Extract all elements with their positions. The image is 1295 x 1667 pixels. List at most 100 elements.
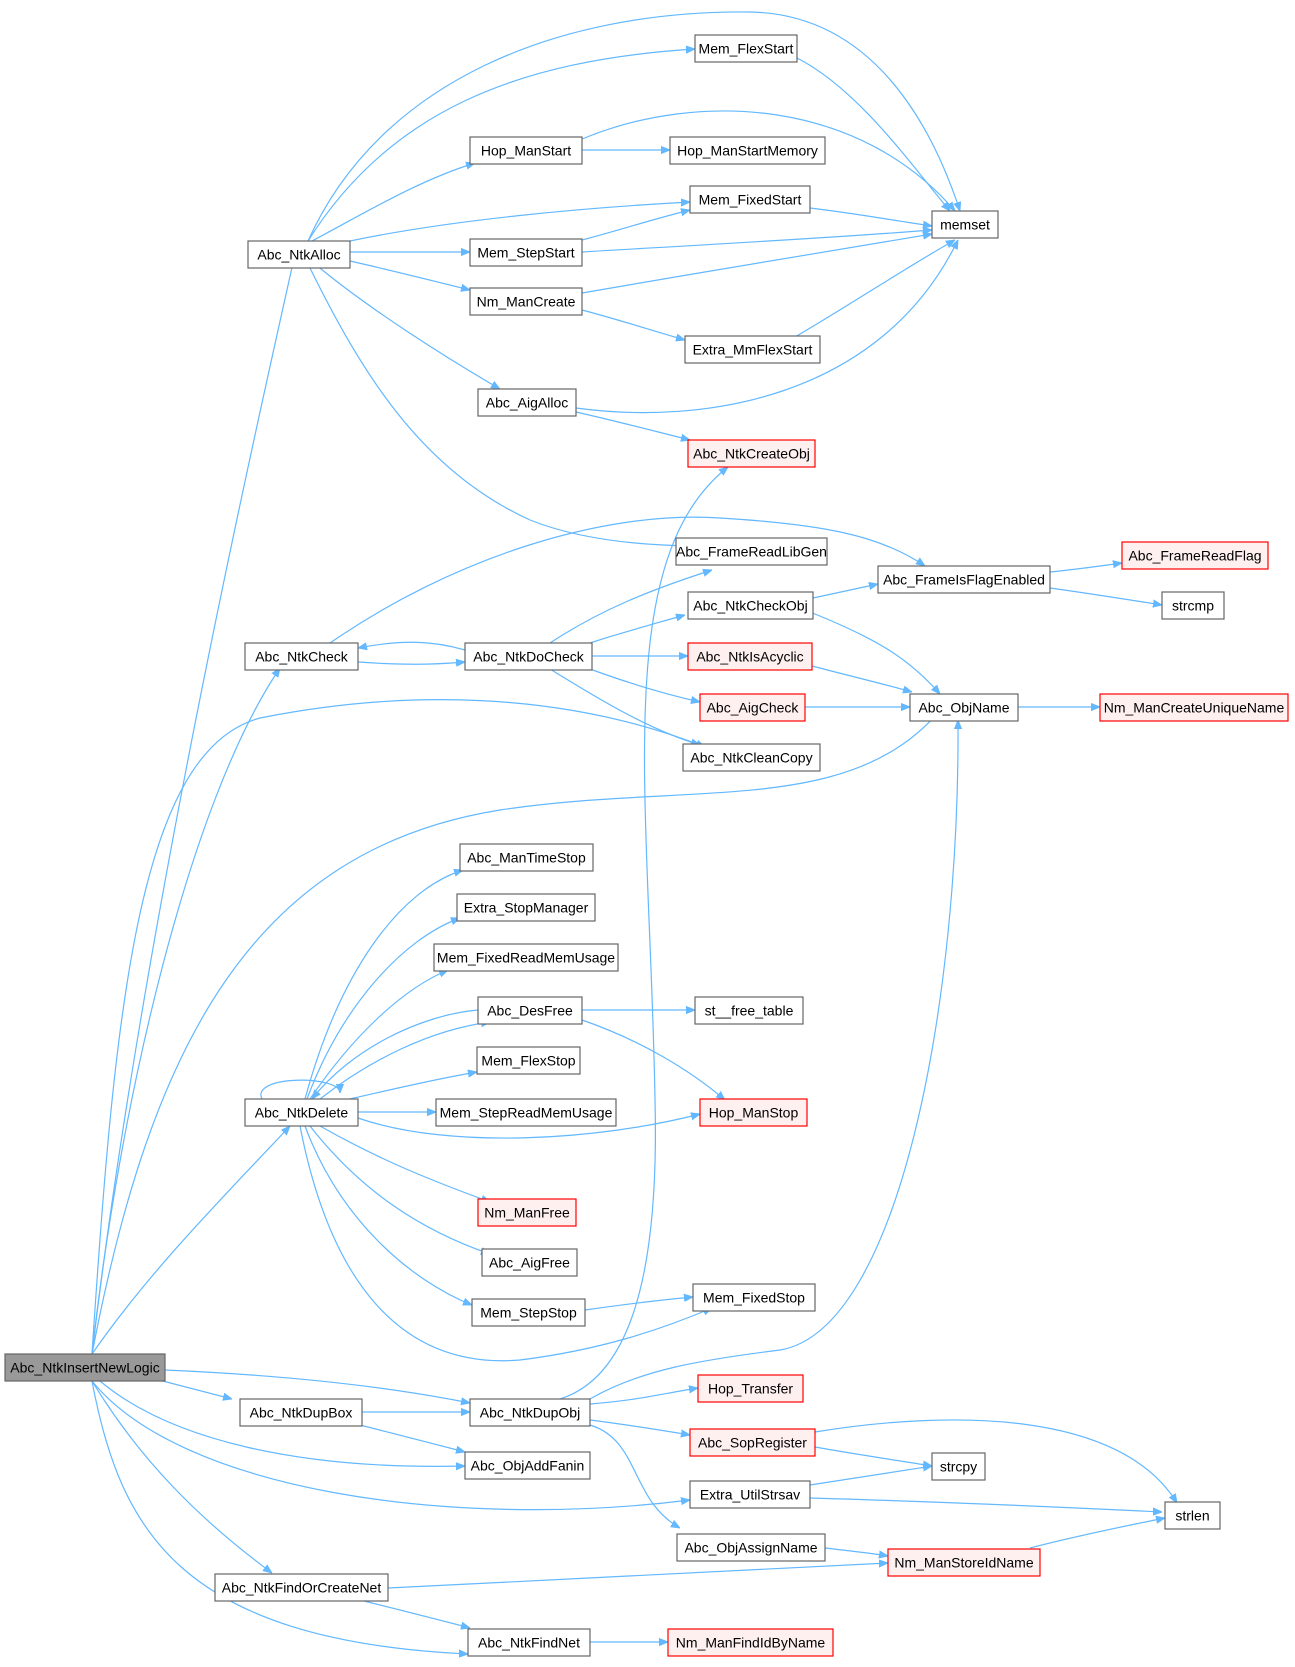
node-box bbox=[459, 843, 594, 872]
edge-ntkfindorcreatenet-ntkfindnet bbox=[359, 1599, 470, 1628]
edge-ntkcheck-frameisflagenabled bbox=[329, 516, 925, 644]
node-memflexstart[interactable]: Mem_FlexStart bbox=[694, 34, 798, 63]
node-framereadlibgen[interactable]: Abc_FrameReadLibGen bbox=[675, 537, 828, 566]
node-ntkdocheck[interactable]: Abc_NtkDoCheck bbox=[464, 642, 593, 671]
edge-aigalloc-memset bbox=[575, 240, 959, 414]
edge-ntkdupbox-objaddfanin bbox=[359, 1424, 465, 1452]
node-ntkfindorcreatenet[interactable]: Abc_NtkFindOrCreateNet bbox=[214, 1573, 389, 1602]
node-memstepstart[interactable]: Mem_StepStart bbox=[469, 238, 583, 267]
node-desfree[interactable]: Abc_DesFree bbox=[477, 996, 583, 1025]
edge-ntkalloc-nmmancreate bbox=[349, 260, 470, 290]
node-hopmanstart[interactable]: Hop_ManStart bbox=[469, 136, 583, 165]
node-root[interactable]: Abc_NtkInsertNewLogic bbox=[4, 1353, 166, 1382]
node-box bbox=[433, 943, 619, 972]
node-nmmancreateuniquename[interactable]: Nm_ManCreateUniqueName bbox=[1099, 693, 1289, 722]
node-memfixedstop[interactable]: Mem_FixedStop bbox=[692, 1283, 816, 1312]
node-label: Abc_FrameReadLibGen bbox=[676, 544, 827, 560]
edge-ntkdelete-memfixedstop bbox=[299, 1125, 712, 1362]
node-hopmanstartmemory[interactable]: Hop_ManStartMemory bbox=[669, 136, 826, 165]
node-objassignname[interactable]: Abc_ObjAssignName bbox=[676, 1533, 826, 1562]
edge-ntkdelete-memfixedreadmemusage bbox=[309, 969, 448, 1100]
node-aigcheck[interactable]: Abc_AigCheck bbox=[699, 693, 806, 722]
node-ntkdupbox[interactable]: Abc_NtkDupBox bbox=[239, 1398, 363, 1427]
edge-ntkdupobj-objassignname bbox=[589, 1424, 680, 1528]
edge-ntkdocheck-framereadlibgen bbox=[549, 570, 712, 644]
edge-ntkcheck-ntkdocheck bbox=[357, 662, 465, 664]
node-strlen[interactable]: strlen bbox=[1164, 1501, 1221, 1530]
node-label: Hop_ManStart bbox=[481, 143, 571, 159]
node-frameisflagenabled[interactable]: Abc_FrameIsFlagEnabled bbox=[877, 565, 1051, 594]
node-box bbox=[247, 240, 351, 269]
node-box bbox=[694, 34, 798, 63]
node-box bbox=[477, 388, 577, 417]
edge-ntkdelete-hopmanstop bbox=[357, 1114, 700, 1139]
node-strcmp[interactable]: strcmp bbox=[1161, 591, 1225, 620]
edge-frameisflagenabled-framereadflag bbox=[1049, 563, 1122, 573]
node-label: Abc_NtkAlloc bbox=[257, 247, 340, 263]
node-objname[interactable]: Abc_ObjName bbox=[909, 693, 1019, 722]
node-framereadflag[interactable]: Abc_FrameReadFlag bbox=[1121, 541, 1269, 570]
node-ntkisacyclic[interactable]: Abc_NtkIsAcyclic bbox=[687, 642, 813, 671]
call-edges bbox=[91, 11, 1177, 1654]
node-aigalloc[interactable]: Abc_AigAlloc bbox=[477, 388, 577, 417]
node-memflexstop[interactable]: Mem_FlexStop bbox=[476, 1046, 581, 1075]
node-ntkdupobj[interactable]: Abc_NtkDupObj bbox=[469, 1398, 591, 1427]
node-nmmanstoreidname[interactable]: Nm_ManStoreIdName bbox=[887, 1548, 1041, 1577]
node-nmmanfree[interactable]: Nm_ManFree bbox=[477, 1198, 577, 1227]
node-ntkcheckobj[interactable]: Abc_NtkCheckObj bbox=[687, 591, 814, 620]
node-box bbox=[697, 1374, 804, 1403]
node-extrastopmanager[interactable]: Extra_StopManager bbox=[456, 893, 596, 922]
node-label: Abc_ObjAssignName bbox=[684, 1540, 817, 1556]
node-strcpy[interactable]: strcpy bbox=[931, 1452, 986, 1481]
node-sopregister[interactable]: Abc_SopRegister bbox=[689, 1428, 816, 1457]
node-box bbox=[687, 591, 814, 620]
node-extrautilstrsav[interactable]: Extra_UtilStrsav bbox=[689, 1480, 811, 1509]
node-memfixedreadmemusage[interactable]: Mem_FixedReadMemUsage bbox=[433, 943, 619, 972]
node-stfreetable[interactable]: st__free_table bbox=[694, 996, 804, 1025]
node-memstepstop[interactable]: Mem_StepStop bbox=[471, 1298, 586, 1327]
node-ntkalloc[interactable]: Abc_NtkAlloc bbox=[247, 240, 351, 269]
node-mantimestop[interactable]: Abc_ManTimeStop bbox=[459, 843, 594, 872]
edge-ntkdelete-memflexstop bbox=[344, 1072, 477, 1101]
edge-ntkdelete-desfree bbox=[319, 1022, 490, 1100]
node-objaddfanin[interactable]: Abc_ObjAddFanin bbox=[464, 1451, 591, 1480]
node-hoptransfer[interactable]: Hop_Transfer bbox=[697, 1374, 804, 1403]
edge-root-objaddfanin bbox=[99, 1380, 465, 1466]
node-box bbox=[239, 1398, 363, 1427]
node-box bbox=[435, 1098, 617, 1127]
node-label: Abc_NtkDupObj bbox=[480, 1405, 580, 1421]
node-memstepreadmemusage[interactable]: Mem_StepReadMemUsage bbox=[435, 1098, 617, 1127]
edge-ntkdelete-memstepstop bbox=[304, 1125, 472, 1306]
node-label: Mem_FixedStart bbox=[699, 192, 802, 208]
node-memfixedstart[interactable]: Mem_FixedStart bbox=[689, 185, 811, 214]
node-box bbox=[1121, 541, 1269, 570]
node-ntkcreateobj[interactable]: Abc_NtkCreateObj bbox=[687, 439, 816, 468]
edge-ntkalloc-memset bbox=[307, 11, 960, 242]
node-ntkfindnet[interactable]: Abc_NtkFindNet bbox=[467, 1628, 591, 1657]
node-box bbox=[1161, 591, 1225, 620]
node-box bbox=[931, 210, 999, 239]
node-ntkcheck[interactable]: Abc_NtkCheck bbox=[244, 642, 359, 671]
node-box bbox=[675, 537, 828, 566]
node-label: Abc_NtkDoCheck bbox=[473, 649, 584, 665]
edge-memfixedstart-memset bbox=[809, 207, 932, 226]
node-memset[interactable]: memset bbox=[931, 210, 999, 239]
node-box bbox=[692, 1283, 816, 1312]
node-label: Abc_NtkFindOrCreateNet bbox=[222, 1580, 382, 1596]
node-label: Abc_NtkCheckObj bbox=[693, 598, 807, 614]
call-nodes: Abc_NtkInsertNewLogic Abc_NtkAllocAbc_Ntk… bbox=[4, 34, 1289, 1657]
node-hopmanstop[interactable]: Hop_ManStop bbox=[699, 1098, 808, 1127]
node-extrammflexstart[interactable]: Extra_MmFlexStart bbox=[684, 335, 821, 364]
node-label: Abc_AigCheck bbox=[707, 700, 800, 716]
node-label: Nm_ManCreate bbox=[477, 294, 576, 310]
node-label: Mem_StepReadMemUsage bbox=[440, 1105, 613, 1121]
edge-ntkdelete-mantimestop bbox=[304, 870, 463, 1100]
node-ntkdelete[interactable]: Abc_NtkDelete bbox=[244, 1098, 359, 1127]
node-box bbox=[477, 996, 583, 1025]
node-nmmancreate[interactable]: Nm_ManCreate bbox=[469, 287, 583, 316]
node-label: Mem_FlexStop bbox=[481, 1053, 575, 1069]
node-nmmanfindidbyname[interactable]: Nm_ManFindIdByName bbox=[667, 1628, 834, 1657]
node-aigfree[interactable]: Abc_AigFree bbox=[481, 1248, 578, 1277]
node-ntkcleancopy[interactable]: Abc_NtkCleanCopy bbox=[682, 743, 821, 772]
